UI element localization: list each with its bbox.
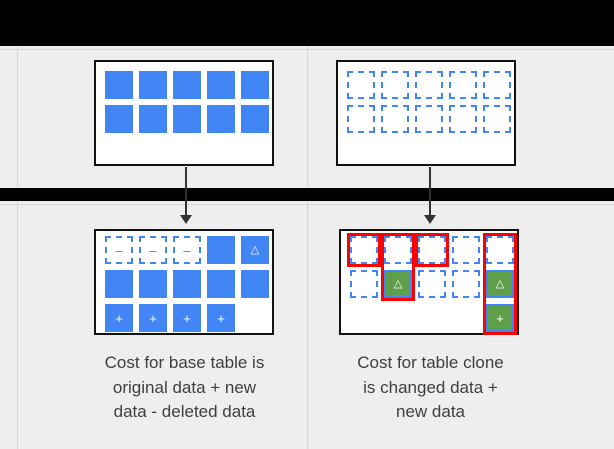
divider-horizontal-top bbox=[0, 49, 614, 50]
cell-glyph: – bbox=[149, 242, 157, 258]
base-table-after-cell-r0c3 bbox=[207, 236, 235, 264]
clone-table-after-cell-r2c3 bbox=[452, 304, 480, 332]
base-table-after-cell-r2c4 bbox=[241, 304, 269, 332]
base-table-before-cell-r0c2 bbox=[173, 71, 201, 99]
base-table-after-cell-r2c3: + bbox=[207, 304, 235, 332]
clone-table-before-cell-r0c3 bbox=[449, 71, 477, 99]
base-table-before-cell-r0c4 bbox=[241, 71, 269, 99]
base-table-after-cell-r0c2: – bbox=[173, 236, 201, 264]
clone-table-after-cell-r1c1: △ bbox=[384, 270, 412, 298]
clone-table-after-cell-r1c3 bbox=[452, 270, 480, 298]
clone-table-after-cell-r0c4 bbox=[486, 236, 514, 264]
caption-clone-table: Cost for table clone is changed data + n… bbox=[357, 353, 504, 422]
divider-vertical-left bbox=[17, 46, 18, 188]
clone-table-before-cell-r0c0 bbox=[347, 71, 375, 99]
arrow-clone-table-line bbox=[429, 167, 431, 217]
divider-vertical-mid-2 bbox=[307, 201, 308, 449]
clone-table-before-cell-r1c0 bbox=[347, 105, 375, 133]
clone-table-before-cell-r1c4 bbox=[483, 105, 511, 133]
base-table-after-cell-r0c0: – bbox=[105, 236, 133, 264]
cell-glyph: △ bbox=[393, 277, 403, 290]
base-table-after-cell-r0c4: △ bbox=[241, 236, 269, 264]
clone-table-after-cell-r2c2 bbox=[418, 304, 446, 332]
clone-table-before-cell-r1c1 bbox=[381, 105, 409, 133]
base-table-after-cell-r2c0: + bbox=[105, 304, 133, 332]
cell-glyph: + bbox=[496, 310, 504, 326]
base-table-before bbox=[94, 60, 274, 166]
middle-letterbox-band bbox=[0, 188, 614, 201]
clone-table-before bbox=[336, 60, 516, 166]
divider-vertical-mid bbox=[307, 46, 308, 188]
clone-table-after-cell-r1c2 bbox=[418, 270, 446, 298]
arrow-base-table-line bbox=[185, 167, 187, 217]
base-table-after-cell-r1c4 bbox=[241, 270, 269, 298]
cell-glyph: △ bbox=[495, 277, 505, 290]
cell-glyph: + bbox=[149, 310, 157, 326]
base-table-after-cell-r1c3 bbox=[207, 270, 235, 298]
base-table-after-cell-r2c2: + bbox=[173, 304, 201, 332]
base-table-before-cell-r0c3 bbox=[207, 71, 235, 99]
cell-glyph: + bbox=[115, 310, 123, 326]
cell-glyph: △ bbox=[250, 243, 260, 256]
clone-table-before-cell-r0c2 bbox=[415, 71, 443, 99]
clone-table-after-cell-r0c2 bbox=[418, 236, 446, 264]
clone-table-before-cell-r1c3 bbox=[449, 105, 477, 133]
cell-glyph: – bbox=[115, 242, 123, 258]
arrow-base-table-head bbox=[180, 215, 192, 224]
clone-table-after: △ △ + bbox=[339, 229, 519, 335]
base-table-after: – – – △ + + + + bbox=[94, 229, 274, 335]
base-table-after-cell-r2c1: + bbox=[139, 304, 167, 332]
clone-table-after-cell-r1c4: △ bbox=[486, 270, 514, 298]
clone-table-after-cell-r0c1 bbox=[384, 236, 412, 264]
cell-glyph: – bbox=[183, 242, 191, 258]
base-table-after-cell-r1c2 bbox=[173, 270, 201, 298]
clone-table-after-cell-r2c1 bbox=[384, 304, 412, 332]
clone-table-after-cell-r2c0 bbox=[350, 304, 378, 332]
top-letterbox-band bbox=[0, 0, 614, 46]
clone-table-before-cell-r0c4 bbox=[483, 71, 511, 99]
caption-base-table: Cost for base table is original data + n… bbox=[104, 353, 265, 422]
base-table-after-cell-r1c1 bbox=[139, 270, 167, 298]
base-table-after-cell-r0c1: – bbox=[139, 236, 167, 264]
clone-table-after-cell-r2c4: + bbox=[486, 304, 514, 332]
cell-glyph: + bbox=[183, 310, 191, 326]
base-table-before-cell-r0c0 bbox=[105, 71, 133, 99]
base-table-before-cell-r0c1 bbox=[139, 71, 167, 99]
base-table-before-cell-r1c2 bbox=[173, 105, 201, 133]
base-table-before-cell-r1c0 bbox=[105, 105, 133, 133]
base-table-before-cell-r1c1 bbox=[139, 105, 167, 133]
divider-horizontal-bottom bbox=[0, 204, 614, 205]
base-table-after-cell-r1c0 bbox=[105, 270, 133, 298]
divider-vertical-left-2 bbox=[17, 201, 18, 449]
base-table-before-cell-r1c4 bbox=[241, 105, 269, 133]
arrow-clone-table-head bbox=[424, 215, 436, 224]
clone-table-after-cell-r1c0 bbox=[350, 270, 378, 298]
clone-table-before-cell-r0c1 bbox=[381, 71, 409, 99]
clone-table-after-cell-r0c3 bbox=[452, 236, 480, 264]
base-table-before-cell-r1c3 bbox=[207, 105, 235, 133]
clone-table-before-cell-r1c2 bbox=[415, 105, 443, 133]
cell-glyph: + bbox=[217, 310, 225, 326]
clone-table-after-cell-r0c0 bbox=[350, 236, 378, 264]
